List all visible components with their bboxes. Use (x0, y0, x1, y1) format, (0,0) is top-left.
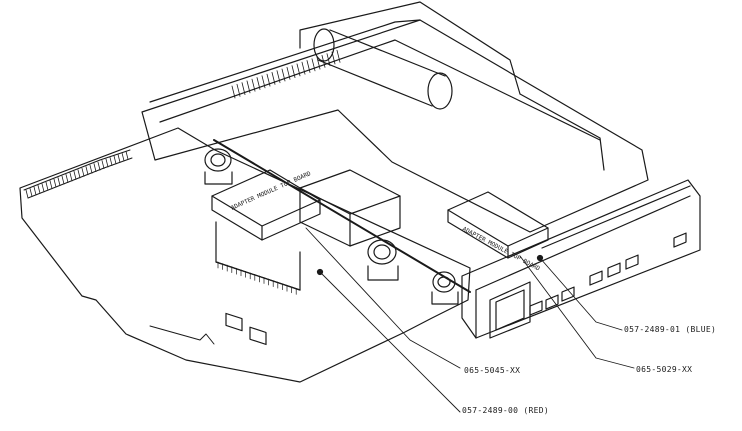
connector-tooth (81, 167, 85, 177)
callout-blue-part: 057-2489-01 (BLUE) (624, 325, 717, 334)
front-panel-bezel (489, 281, 531, 339)
chip-socket-pins (217, 261, 297, 295)
connector-tooth (125, 150, 129, 160)
connector-tooth (89, 164, 93, 174)
leader-line-red (319, 271, 461, 413)
cable-clamp-2 (367, 239, 399, 281)
connector-tooth (97, 161, 101, 171)
edge-connector-left (23, 149, 133, 199)
callout-module-a-part: 065-5045-XX (464, 366, 521, 375)
vent-slot (231, 85, 236, 99)
connector-tooth (33, 186, 37, 196)
chassis-side-bracket (519, 93, 605, 171)
circuit-board-outline (19, 127, 471, 383)
vent-slot (331, 51, 336, 65)
adapter-module-b-label: ADAPTER MODULE TOP BOARD (461, 226, 541, 273)
panel-key (561, 286, 575, 302)
capacitor-cylinder (313, 28, 453, 110)
connector-tooth (85, 166, 89, 176)
connector-tooth (117, 153, 121, 163)
chassis-vent-comb (231, 49, 341, 99)
leader-line-blue (539, 257, 623, 331)
chassis-back-wall (299, 1, 521, 95)
panel-key (545, 294, 559, 310)
chassis-top-rail (149, 19, 421, 103)
drive-shaft (213, 139, 471, 293)
connector-tooth (121, 152, 125, 162)
connector-tooth (113, 155, 117, 165)
connector-tooth (65, 174, 69, 183)
vent-slot (251, 78, 256, 92)
vent-slot (286, 66, 291, 80)
connector-tooth (41, 183, 45, 193)
connector-tooth (69, 172, 73, 182)
connector-tooth (61, 175, 65, 185)
panel-key (607, 262, 621, 278)
panel-key (625, 254, 639, 270)
callout-module-b-part: 065-5029-XX (636, 365, 693, 374)
vent-slot (276, 70, 281, 84)
connector-tooth (53, 178, 57, 188)
vent-slot (336, 49, 341, 63)
connector-tooth (37, 184, 41, 194)
vent-slot (271, 72, 276, 85)
vent-slot (301, 61, 306, 75)
vent-slot (236, 83, 241, 97)
vent-slot (241, 82, 246, 95)
panel-key (529, 300, 543, 316)
connector-tooth (77, 169, 81, 179)
vent-slot (281, 68, 286, 82)
panel-key (589, 270, 603, 286)
edge-connector-teeth (25, 150, 129, 199)
connector-tooth (25, 189, 29, 199)
vent-slot (266, 73, 271, 87)
vent-slot (256, 77, 261, 90)
front-panel (461, 179, 701, 339)
vent-slot (321, 55, 326, 68)
connector-tooth (57, 177, 61, 187)
vent-slot (326, 53, 331, 67)
chip-socket (215, 221, 301, 346)
connector-tooth (93, 163, 97, 173)
cable-clamp-3 (431, 271, 459, 305)
chassis-frame (141, 19, 649, 233)
cable-clamp-1 (204, 148, 233, 185)
connector-tooth (29, 188, 33, 197)
connector-tooth (45, 181, 49, 191)
connector-tooth (101, 160, 105, 169)
vent-slot (296, 63, 301, 77)
vent-slot (306, 60, 311, 73)
vent-slot (246, 80, 251, 94)
vent-slot (291, 65, 296, 78)
connector-tooth (109, 157, 113, 166)
leader-line-module-b (519, 255, 635, 369)
vent-slot (261, 75, 266, 89)
leader-line-module-a (305, 227, 461, 369)
connector-tooth (49, 180, 53, 190)
panel-key (673, 232, 687, 248)
edge-connector-bottom (149, 325, 215, 345)
adapter-module-a (211, 169, 321, 241)
front-panel-buttons (529, 232, 687, 316)
vent-slot (316, 56, 321, 70)
connector-tooth (73, 170, 77, 180)
center-block-component (299, 169, 401, 247)
chassis-inner-rail (159, 39, 601, 141)
connector-tooth (105, 158, 109, 168)
callout-red-part: 057-2489-00 (RED) (462, 406, 549, 415)
vent-slot (311, 58, 316, 72)
